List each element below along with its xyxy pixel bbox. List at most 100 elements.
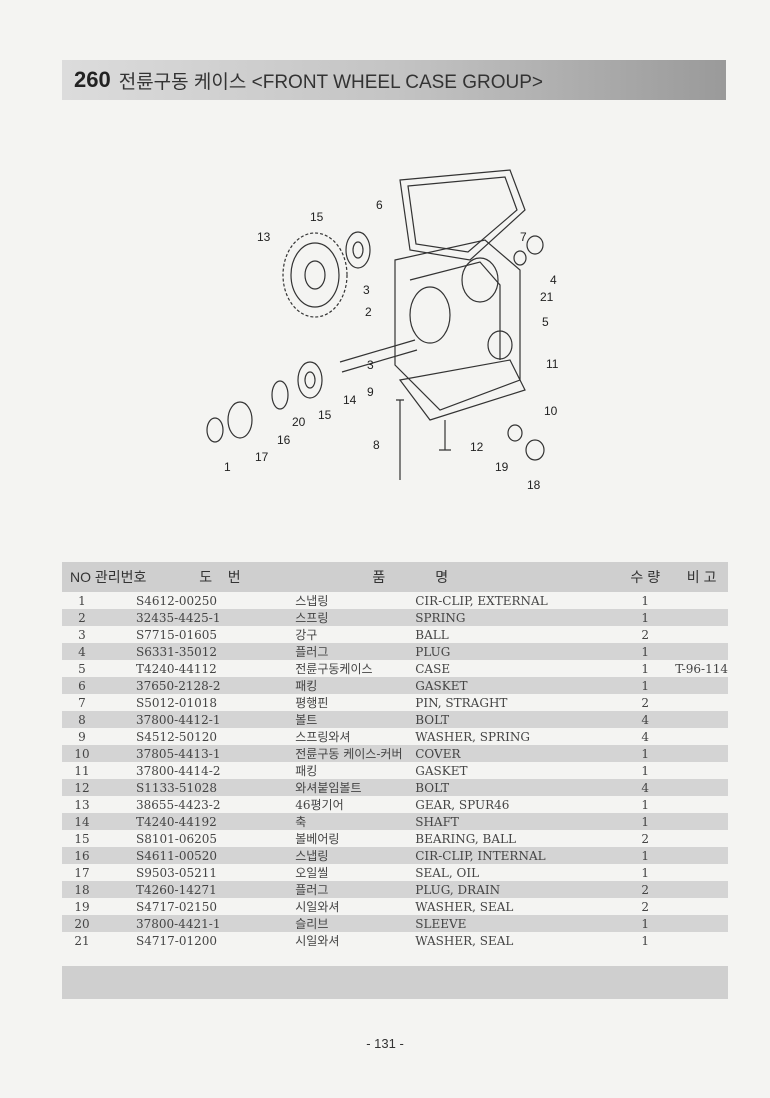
callout-label: 14 [343,393,357,407]
table-row-empty [62,949,728,966]
part-qty: 1 [615,813,676,830]
col-code: 도 번 [199,569,241,585]
part-qty: 2 [641,899,650,914]
section-title: 전륜구동 케이스 <FRONT WHEEL CASE GROUP> [118,71,544,93]
part-code: T4240-44112 [136,661,217,676]
part-qty: 2 [641,695,650,710]
part-name-en: SLEEVE [415,915,616,932]
part-qty: 1 [615,609,676,626]
part-name-kr: 시일와셔 [295,900,340,914]
part-name-kr: 시일와셔 [295,934,340,948]
callout-label: 18 [527,478,541,492]
part-name-en: SHAFT [415,813,616,830]
part-qty: 2 [641,627,650,642]
part-name-kr: 스냅링 [295,847,416,864]
part-name-kr: 축 [295,813,416,830]
part-qty: 2 [615,881,676,898]
part-no: 15 [74,831,90,846]
part-name-kr: 스냅링 [295,594,329,608]
part-code: 38655-4423-2 [136,797,221,812]
callout-label: 16 [277,433,291,447]
part-name-en: PIN, STRAGHT [415,695,508,710]
bolt-long [396,399,404,480]
part-no: 17 [74,865,90,880]
callout-label: 9 [367,385,374,399]
part-qty: 2 [641,831,650,846]
part-qty: 4 [641,729,650,744]
part-no: 12 [62,779,102,796]
part-code: T4240-44192 [102,813,296,830]
table-header: NO 관리번호 도 번 품 명 수 량 비 고 [62,562,728,592]
part-name-en: BOLT [415,711,616,728]
part-note [675,592,728,609]
callout-label: 1 [224,460,231,474]
part-code: 37805-4413-1 [102,745,296,762]
callout-label: 17 [255,450,269,464]
part-name-en: WASHER, SEAL [415,933,514,948]
callout-label: 15 [310,210,324,224]
col-name-en: 명 [435,569,449,585]
part-name-kr: 볼베어링 [295,832,340,846]
bolt-short [439,420,451,451]
part-note [675,915,728,932]
section-title-bar: 260 전륜구동 케이스 <FRONT WHEEL CASE GROUP> [62,60,726,100]
part-no: 20 [62,915,102,932]
sleeve-and-clips [206,380,289,443]
part-no: 2 [62,609,102,626]
callout-label: 3 [367,358,374,372]
part-no: 21 [74,933,90,948]
part-qty: 1 [615,745,676,762]
part-note: T-96-114 [675,661,728,676]
callout-label: 13 [257,230,271,244]
part-name-kr: 스프링 [295,609,416,626]
empty-cell [62,965,728,982]
part-note [675,796,728,813]
part-qty: 1 [641,865,650,880]
part-no: 7 [78,695,86,710]
part-note [675,677,728,694]
part-name-kr: 패킹 [295,764,318,778]
part-code: S7715-01605 [136,627,217,642]
part-qty: 4 [615,779,676,796]
part-qty: 1 [641,797,650,812]
col-qty: 수 량 [630,569,661,585]
part-name-en: PLUG [415,643,616,660]
section-number: 260 [74,67,111,92]
part-no: 14 [62,813,102,830]
gasket-top [399,169,526,261]
part-name-en: SEAL, OIL [415,865,480,880]
callout-label: 19 [495,460,509,474]
callout-label: 2 [365,305,372,319]
callout-label: 11 [546,357,559,371]
parts-drawing [206,169,545,480]
shaft [339,339,418,373]
part-name-en: GASKET [415,763,468,778]
part-code: S5012-01018 [136,695,217,710]
part-code: T4260-14271 [102,881,296,898]
part-note [675,932,728,949]
part-qty: 1 [615,677,676,694]
callout-label: 20 [292,415,306,429]
callout-label: 5 [542,315,549,329]
empty-cell [62,949,728,966]
part-no: 4 [62,643,102,660]
part-no: 8 [62,711,102,728]
part-name-en: BALL [415,627,449,642]
part-no: 9 [78,729,86,744]
part-name-en: BEARING, BALL [415,831,516,846]
part-code: 37800-4414-2 [136,763,221,778]
